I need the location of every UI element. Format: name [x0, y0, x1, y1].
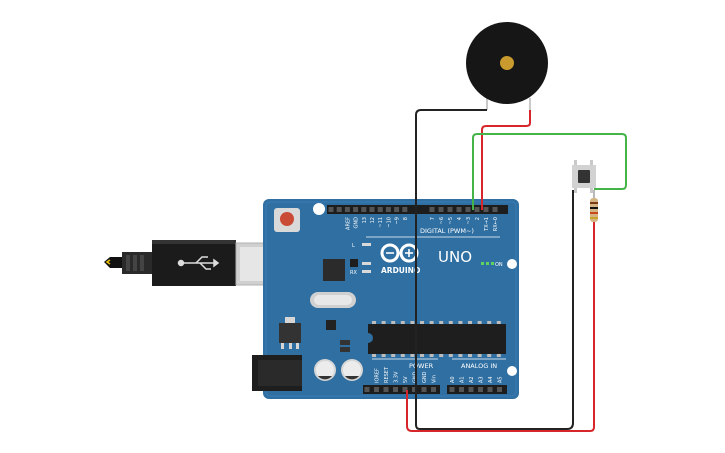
- digital-pin-label: 4: [457, 217, 463, 220]
- wire-red-resistor: [406, 222, 595, 432]
- analog-header: [447, 385, 507, 394]
- digital-pin-label: ~6: [439, 217, 445, 224]
- digital-header-pin[interactable]: [328, 207, 334, 212]
- digital-header-pin[interactable]: [492, 207, 498, 212]
- analog-pin-label: A1: [460, 376, 466, 383]
- analog-pin-label: A3: [479, 376, 485, 383]
- voltage-regulator: [279, 317, 301, 349]
- power-pin-label: IOREF: [375, 368, 381, 383]
- digital-pin-label: TX→1: [484, 217, 490, 232]
- digital-header-pin[interactable]: [465, 207, 471, 212]
- digital-header-pin[interactable]: [456, 207, 462, 212]
- digital-header-pin[interactable]: [394, 207, 400, 212]
- crystal-oscillator: [310, 292, 356, 308]
- analog-pin-label: A0: [450, 376, 456, 383]
- digital-header-pin[interactable]: [344, 207, 350, 212]
- on-led-label: ON: [495, 262, 503, 268]
- capacitor: [314, 359, 336, 381]
- svg-text:RX: RX: [350, 270, 357, 276]
- power-pin-label: RESET: [384, 366, 390, 383]
- mounting-hole: [507, 259, 517, 269]
- digital-pin-label: 8: [403, 217, 409, 220]
- power-pin-label: GND: [422, 371, 428, 383]
- digital-header-pin[interactable]: [447, 207, 453, 212]
- digital-header-pin[interactable]: [438, 207, 444, 212]
- digital-pin-label: ~10: [386, 217, 392, 228]
- header-pin[interactable]: [412, 387, 417, 392]
- power-label: POWER: [409, 362, 434, 370]
- wire-red-buzzer: [481, 110, 531, 210]
- digital-header-pin[interactable]: [402, 207, 408, 212]
- digital-pin-label: ~9: [395, 217, 401, 224]
- header-pin[interactable]: [431, 387, 436, 392]
- capacitor: [341, 359, 363, 381]
- digital-header-pin[interactable]: [385, 207, 391, 212]
- power-pin-label: 5V: [403, 376, 409, 383]
- pushbutton[interactable]: [572, 160, 596, 193]
- digital-pin-label: 12: [370, 217, 376, 223]
- resistor[interactable]: [590, 190, 598, 222]
- header-pin[interactable]: [487, 387, 493, 392]
- brand-text: ARDUINO: [381, 266, 420, 275]
- digital-pin-label: 7: [430, 217, 436, 220]
- header-pin[interactable]: [393, 387, 398, 392]
- digital-header-pin[interactable]: [474, 207, 480, 212]
- digital-header-pin[interactable]: [361, 207, 367, 212]
- digital-header-pin[interactable]: [336, 207, 342, 212]
- analog-pin-label: A2: [469, 376, 475, 383]
- digital-header: [327, 205, 508, 214]
- header-pin[interactable]: [459, 387, 464, 392]
- digital-pin-label: ~5: [448, 217, 454, 224]
- header-pin[interactable]: [374, 387, 379, 392]
- digital-header-pin[interactable]: [429, 207, 435, 212]
- digital-pin-label: GND: [354, 217, 360, 229]
- digital-header-pin[interactable]: [483, 207, 489, 212]
- header-pin[interactable]: [478, 387, 483, 392]
- mounting-hole: [507, 366, 517, 376]
- analog-pin-label: A4: [488, 376, 494, 383]
- power-pin-label: Vin: [432, 375, 438, 383]
- atmega-microcontroller: [368, 321, 506, 357]
- digital-pin-label: RX←0: [493, 217, 499, 231]
- header-pin[interactable]: [383, 387, 389, 392]
- digital-header-pin[interactable]: [353, 207, 359, 212]
- usb-chip: [323, 259, 345, 281]
- header-pin[interactable]: [497, 387, 502, 392]
- usb-symbol-icon: [177, 256, 220, 270]
- digital-pin-label: 2: [475, 217, 481, 220]
- header-pin[interactable]: [402, 387, 408, 392]
- power-pin-label: 3.3V: [394, 371, 400, 383]
- header-pin[interactable]: [421, 387, 427, 392]
- digital-pin-label: ~11: [378, 217, 384, 228]
- piezo-buzzer[interactable]: [466, 22, 548, 110]
- power-header: [363, 385, 440, 394]
- analog-pin-label: A5: [498, 376, 504, 383]
- model-text: UNO: [438, 248, 472, 266]
- wires: [406, 109, 627, 432]
- digital-label: DIGITAL (PWM~): [420, 227, 474, 235]
- header-pin[interactable]: [364, 387, 370, 392]
- dc-power-jack: [252, 355, 302, 391]
- analog-label: ANALOG IN: [461, 362, 497, 370]
- header-pin[interactable]: [449, 387, 455, 392]
- usb-cable[interactable]: [104, 240, 291, 286]
- mounting-hole: [313, 203, 325, 215]
- wire-black: [415, 109, 574, 430]
- svg-text:L: L: [352, 243, 355, 249]
- digital-pin-label: 13: [362, 217, 368, 223]
- reset-button[interactable]: [274, 208, 300, 232]
- digital-pin-label: AREF: [345, 217, 351, 230]
- digital-header-pin[interactable]: [377, 207, 383, 212]
- digital-header-pin[interactable]: [369, 207, 375, 212]
- digital-pin-label: ~3: [466, 217, 472, 224]
- header-pin[interactable]: [468, 387, 474, 392]
- wire-green: [472, 133, 627, 210]
- arduino-logo: ARDUINO UNO: [380, 243, 472, 275]
